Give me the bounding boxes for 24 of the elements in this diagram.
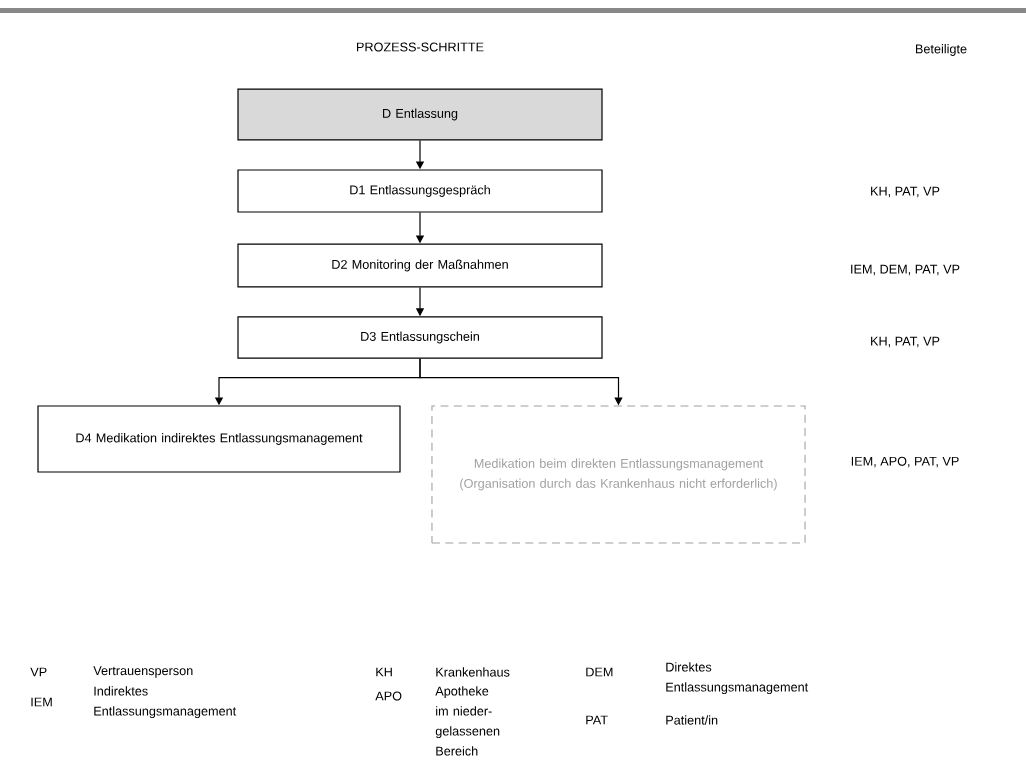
process-box: D1 Entlassungsgespräch	[237, 169, 603, 213]
process-box: D3 Entlassungschein	[237, 316, 603, 359]
abbreviation: PAT	[586, 715, 608, 725]
abbreviation: DEM	[586, 667, 613, 677]
abbreviation-meaning: Indirektes Entlassungsmanagement	[94, 686, 237, 719]
abbreviation-meaning: Apotheke im nieder- gelassenen Bereich	[435, 686, 500, 756]
abbreviation-meaning: Patient/in	[666, 715, 718, 725]
column-heading: Beteiligte	[916, 44, 967, 56]
abbreviation: APO	[375, 691, 402, 701]
abbreviation-meaning: Krankenhaus	[436, 667, 510, 677]
process-box: D2 Monitoring der Maßnahmen	[237, 243, 603, 288]
participants-text: IEM, APO, PAT, VP	[851, 456, 959, 468]
abbreviation: KH	[376, 667, 392, 677]
dashed-process-box: Medikation beim direkten Entlassungsmanagement (Organisation durch das Krankenhaus nicht erforderlich)	[431, 405, 806, 544]
abbreviation-meaning: Vertrauensperson	[93, 666, 193, 678]
participants-text: KH, PAT, VP	[871, 336, 940, 348]
process-box: D Entlassung	[237, 88, 603, 141]
abbreviation: VP	[30, 667, 47, 677]
abbreviation-meaning: Direktes Entlassungsmanagement	[666, 662, 809, 695]
column-heading: PROZESS-SCHRITTE	[357, 42, 484, 52]
abbreviation: IEM	[31, 697, 52, 707]
participants-text: KH, PAT, VP	[871, 186, 940, 198]
process-box: D4 Medikation indirektes Entlassungsmanagement	[37, 405, 401, 473]
participants-text: IEM, DEM, PAT, VP	[851, 264, 960, 276]
